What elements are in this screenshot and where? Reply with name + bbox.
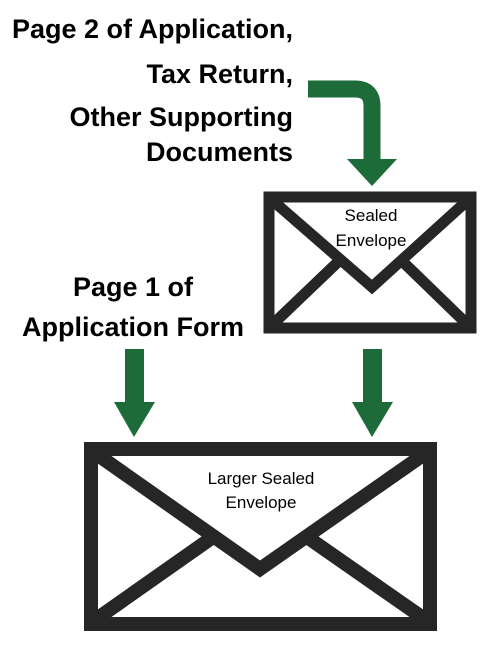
curved-arrow-shaft	[308, 80, 381, 162]
large-envelope-label-line-1: Larger Sealed	[208, 469, 315, 488]
left-arrow	[114, 349, 155, 437]
large-envelope-flap	[90, 447, 431, 578]
left-label-line-2: Application Form	[22, 312, 244, 342]
small-envelope: Sealed Envelope	[263, 191, 477, 334]
left-arrow-shaft	[125, 349, 144, 405]
large-envelope: Larger Sealed Envelope	[84, 442, 437, 631]
curved-arrow-head	[347, 159, 397, 186]
small-envelope-label-line-2: Envelope	[336, 231, 407, 250]
left-arrow-head	[114, 402, 155, 437]
small-envelope-fold-right	[397, 256, 472, 329]
large-envelope-body	[84, 442, 437, 631]
top-label-line-2: Tax Return,	[146, 59, 293, 89]
small-envelope-label-line-1: Sealed	[345, 206, 398, 225]
right-arrow-head	[352, 402, 393, 437]
small-envelope-flap	[268, 195, 472, 295]
curved-arrow	[308, 80, 397, 186]
large-envelope-fold-right	[302, 531, 431, 626]
right-arrow	[352, 349, 393, 437]
top-label-line-3: Other Supporting	[70, 102, 293, 132]
left-label-line-1: Page 1 of	[73, 272, 194, 302]
top-label-line-4: Documents	[146, 137, 293, 167]
right-arrow-shaft	[363, 349, 382, 405]
large-envelope-fold-left	[90, 531, 218, 626]
top-label: Page 2 of Application, Tax Return, Other…	[12, 14, 293, 167]
top-label-line-1: Page 2 of Application,	[12, 14, 293, 44]
left-label: Page 1 of Application Form	[22, 272, 244, 342]
small-envelope-fold-left	[268, 256, 344, 329]
large-envelope-label-line-2: Envelope	[226, 493, 297, 512]
small-envelope-body	[263, 191, 477, 334]
